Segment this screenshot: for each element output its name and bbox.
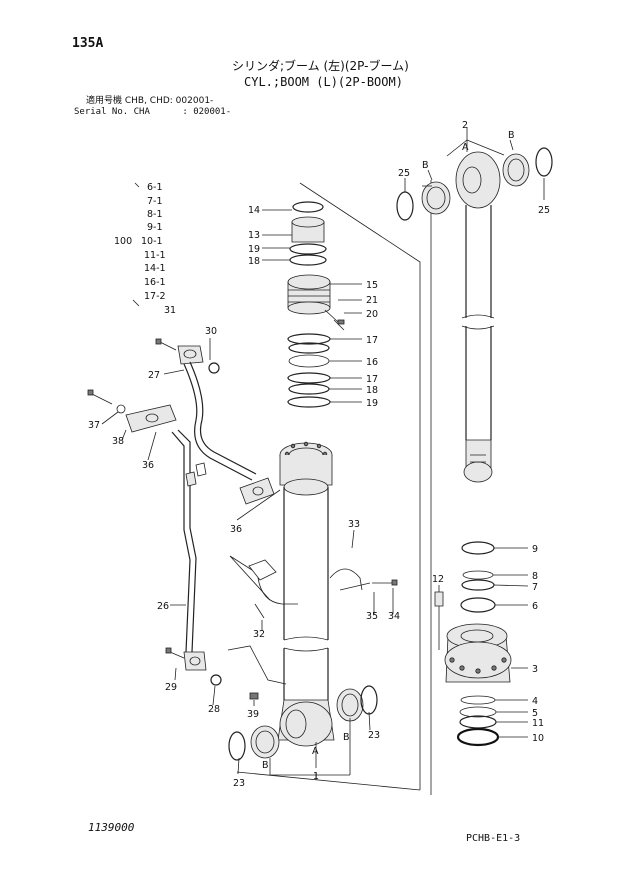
drawing-number: 1139000 bbox=[88, 821, 135, 834]
callout-5: 5 bbox=[532, 708, 538, 719]
kit-item: 6-1 bbox=[147, 182, 163, 193]
kit-item: 31 bbox=[164, 305, 176, 316]
callout-26: 26 bbox=[157, 601, 169, 612]
callout-36: 36 bbox=[142, 460, 154, 471]
callout-10: 10 bbox=[532, 733, 544, 744]
callout-A: A bbox=[312, 746, 319, 757]
callout-9: 9 bbox=[532, 544, 538, 555]
callout-16: 16 bbox=[366, 357, 378, 368]
kit-item: 7-1 bbox=[147, 196, 163, 207]
callout-34: 34 bbox=[388, 611, 400, 622]
rod-seals-head bbox=[434, 541, 529, 747]
callout-36: 36 bbox=[230, 524, 242, 535]
callout-30: 30 bbox=[205, 326, 217, 337]
kit-item: 17-2 bbox=[144, 291, 166, 302]
cylinder-tube bbox=[228, 441, 398, 780]
callout-A: A bbox=[462, 142, 469, 153]
callout-3: 3 bbox=[532, 664, 538, 675]
callout-39: 39 bbox=[247, 709, 259, 720]
callout-B: B bbox=[508, 130, 515, 141]
kit-item: 8-1 bbox=[147, 209, 163, 220]
piston-rod-assembly bbox=[396, 127, 553, 483]
callout-labels: 2 A B B 25 25 14 13 19 18 15 21 20 17 16… bbox=[88, 120, 550, 789]
callout-B: B bbox=[422, 160, 429, 171]
callout-23: 23 bbox=[368, 730, 380, 741]
callout-15: 15 bbox=[366, 280, 378, 291]
callout-25: 25 bbox=[538, 205, 550, 216]
title-japanese: シリンダ;ブーム (左)(2P-ブーム) bbox=[232, 59, 409, 73]
serial-line-2: Serial No. CHA : 020001- bbox=[74, 107, 232, 117]
callout-23: 23 bbox=[233, 778, 245, 789]
page-code: 135A bbox=[72, 36, 104, 51]
callout-11: 11 bbox=[532, 718, 544, 729]
callout-17: 17 bbox=[366, 335, 378, 346]
kit-item: 16-1 bbox=[144, 277, 166, 288]
kit-number: 100 bbox=[114, 236, 132, 247]
callout-4: 4 bbox=[532, 696, 538, 707]
callout-8: 8 bbox=[532, 571, 538, 582]
page-reference: PCHB-E1-3 bbox=[466, 833, 521, 844]
callout-18: 18 bbox=[248, 256, 260, 267]
callout-28: 28 bbox=[208, 704, 220, 715]
callout-17: 17 bbox=[366, 374, 378, 385]
callout-14: 14 bbox=[248, 205, 260, 216]
callout-18: 18 bbox=[366, 385, 378, 396]
piping-assembly bbox=[87, 338, 287, 706]
callout-27: 27 bbox=[148, 370, 160, 381]
callout-29: 29 bbox=[165, 682, 177, 693]
kit-item: 9-1 bbox=[147, 222, 163, 233]
callout-1: 1 bbox=[313, 771, 319, 782]
callout-37: 37 bbox=[88, 420, 100, 431]
callout-7: 7 bbox=[532, 582, 538, 593]
title-english: CYL.;BOOM (L)(2P-BOOM) bbox=[244, 75, 403, 89]
callout-13: 13 bbox=[248, 230, 260, 241]
callout-6: 6 bbox=[532, 601, 538, 612]
kit-list: 6-1 7-1 8-1 9-1 100 10-1 11-1 14-1 16-1 … bbox=[114, 182, 176, 316]
callout-19: 19 bbox=[366, 398, 378, 409]
callout-B: B bbox=[343, 732, 350, 743]
callout-2: 2 bbox=[462, 120, 468, 131]
callout-38: 38 bbox=[112, 436, 124, 447]
callout-21: 21 bbox=[366, 295, 378, 306]
kit-item: 14-1 bbox=[144, 263, 166, 274]
piston-assembly bbox=[262, 201, 362, 408]
callout-35: 35 bbox=[366, 611, 378, 622]
callout-25: 25 bbox=[398, 168, 410, 179]
serial-line-1: 適用号機 CHB, CHD: 002001- bbox=[86, 96, 214, 106]
callout-B: B bbox=[262, 760, 269, 771]
callout-20: 20 bbox=[366, 309, 378, 320]
callout-19: 19 bbox=[248, 244, 260, 255]
kit-item: 10-1 bbox=[141, 236, 163, 247]
kit-item: 11-1 bbox=[144, 250, 166, 261]
callout-32: 32 bbox=[253, 629, 265, 640]
callout-33: 33 bbox=[348, 519, 360, 530]
callout-12: 12 bbox=[432, 574, 444, 585]
